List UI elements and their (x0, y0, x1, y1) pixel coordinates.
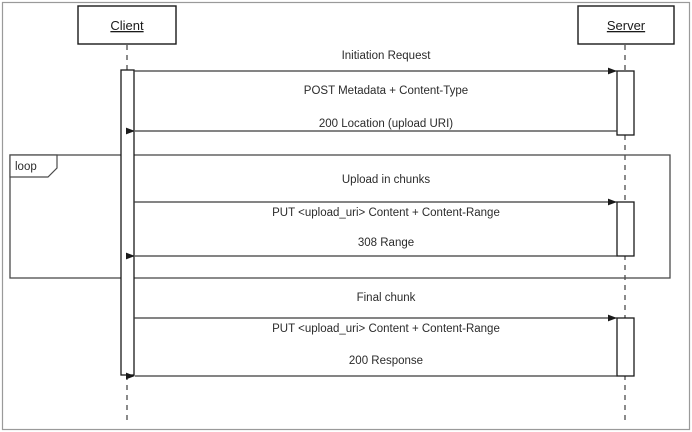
message-label-put-final: PUT <upload_uri> Content + Content-Range (272, 323, 500, 335)
participant-server[interactable]: Server (577, 5, 675, 45)
participant-server-label: Server (607, 18, 646, 33)
loop-fragment-box[interactable] (9, 154, 671, 279)
participant-client-box[interactable] (77, 5, 177, 45)
loop-fragment-tab (9, 154, 58, 178)
message-label-308-range: 308 Range (358, 237, 414, 249)
message-caption-final-chunk: Final chunk (357, 292, 416, 304)
message-label-put-chunk: PUT <upload_uri> Content + Content-Range (272, 207, 500, 219)
activation-bar-server-final[interactable] (616, 317, 635, 377)
participant-client-label: Client (110, 18, 144, 33)
activation-bar-server-initiation[interactable] (616, 70, 635, 136)
message-label-200-response: 200 Response (349, 355, 423, 367)
loop-fragment[interactable]: loop (9, 154, 671, 279)
participant-server-box[interactable] (577, 5, 675, 45)
message-label-post-metadata: POST Metadata + Content-Type (304, 85, 468, 97)
activation-bar-client[interactable] (120, 69, 135, 376)
message-label-200-location: 200 Location (upload URI) (319, 118, 453, 130)
participant-client[interactable]: Client (77, 5, 177, 45)
message-caption-initiation: Initiation Request (342, 50, 432, 62)
activation-bar-server-chunk[interactable] (616, 201, 635, 257)
loop-fragment-label: loop (15, 161, 37, 173)
message-caption-upload-chunks: Upload in chunks (342, 174, 430, 186)
